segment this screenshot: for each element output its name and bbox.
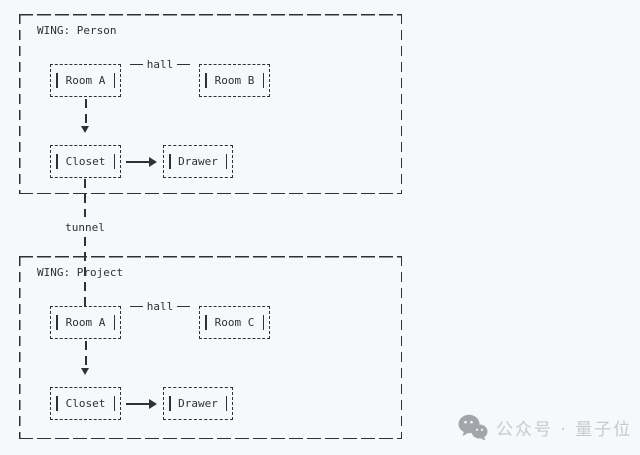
box-side-pipe bbox=[262, 73, 264, 88]
box-side-pipe bbox=[113, 154, 115, 169]
box-side-pipe bbox=[225, 154, 227, 169]
person-room-a-box: Room A bbox=[50, 64, 121, 97]
box-side-pipe bbox=[56, 154, 58, 169]
person-room-b-box: Room B bbox=[199, 64, 270, 97]
arrow-closet-to-drawer-shaft bbox=[126, 403, 149, 405]
arrow-closet-to-drawer-shaft bbox=[126, 161, 149, 163]
box-side-pipe bbox=[56, 315, 58, 330]
arrow-right-head-icon bbox=[149, 399, 157, 409]
wing-project-box: WING: Project Room A hall Room C Closet bbox=[19, 256, 402, 439]
wing-person-title: WING: Person bbox=[37, 24, 117, 37]
box-side-pipe bbox=[225, 396, 227, 411]
hall-label: hall bbox=[146, 58, 174, 71]
arrow-down-head-icon bbox=[81, 126, 89, 133]
box-side-pipe bbox=[205, 73, 207, 88]
hall-dash-left bbox=[129, 306, 143, 307]
box-side-pipe bbox=[56, 396, 58, 411]
watermark-text: 公众号 · 量子位 bbox=[496, 420, 633, 440]
project-room-c-box: Room C bbox=[199, 306, 270, 339]
wechat-icon bbox=[458, 414, 488, 441]
person-drawer-box: Drawer bbox=[163, 145, 233, 178]
project-hall-connector: hall bbox=[122, 300, 198, 313]
room-label: Room A bbox=[65, 74, 106, 87]
person-hall-connector: hall bbox=[122, 58, 198, 71]
room-label: Room B bbox=[214, 74, 255, 87]
project-room-a-box: Room A bbox=[50, 306, 121, 339]
wing-project-title: WING: Project bbox=[37, 266, 124, 279]
box-side-pipe bbox=[205, 315, 207, 330]
tunnel-line-upper bbox=[84, 179, 86, 217]
arrow-room-to-closet-shaft bbox=[85, 341, 87, 368]
box-side-pipe bbox=[56, 73, 58, 88]
closet-label: Closet bbox=[65, 155, 106, 168]
wing-person-box: WING: Person Room A hall Room B Closet bbox=[19, 14, 402, 194]
project-closet-box: Closet bbox=[50, 387, 121, 420]
drawer-label: Drawer bbox=[178, 397, 218, 410]
room-label: Room C bbox=[214, 316, 255, 329]
arrow-room-to-closet-shaft bbox=[85, 99, 87, 126]
hall-dash-right bbox=[177, 306, 191, 307]
drawer-label: Drawer bbox=[178, 155, 218, 168]
hall-dash-right bbox=[177, 64, 191, 65]
box-side-pipe bbox=[113, 73, 115, 88]
closet-label: Closet bbox=[65, 397, 106, 410]
hall-label: hall bbox=[146, 300, 174, 313]
arrow-down-head-icon bbox=[81, 368, 89, 375]
box-side-pipe bbox=[169, 154, 171, 169]
hall-dash-left bbox=[129, 64, 143, 65]
person-closet-box: Closet bbox=[50, 145, 121, 178]
box-side-pipe bbox=[113, 315, 115, 330]
box-side-pipe bbox=[169, 396, 171, 411]
box-side-pipe bbox=[113, 396, 115, 411]
tunnel-label: tunnel bbox=[65, 221, 105, 234]
project-drawer-box: Drawer bbox=[163, 387, 233, 420]
box-side-pipe bbox=[262, 315, 264, 330]
arrow-right-head-icon bbox=[149, 157, 157, 167]
watermark: 公众号 · 量子位 bbox=[458, 414, 632, 441]
room-label: Room A bbox=[65, 316, 106, 329]
